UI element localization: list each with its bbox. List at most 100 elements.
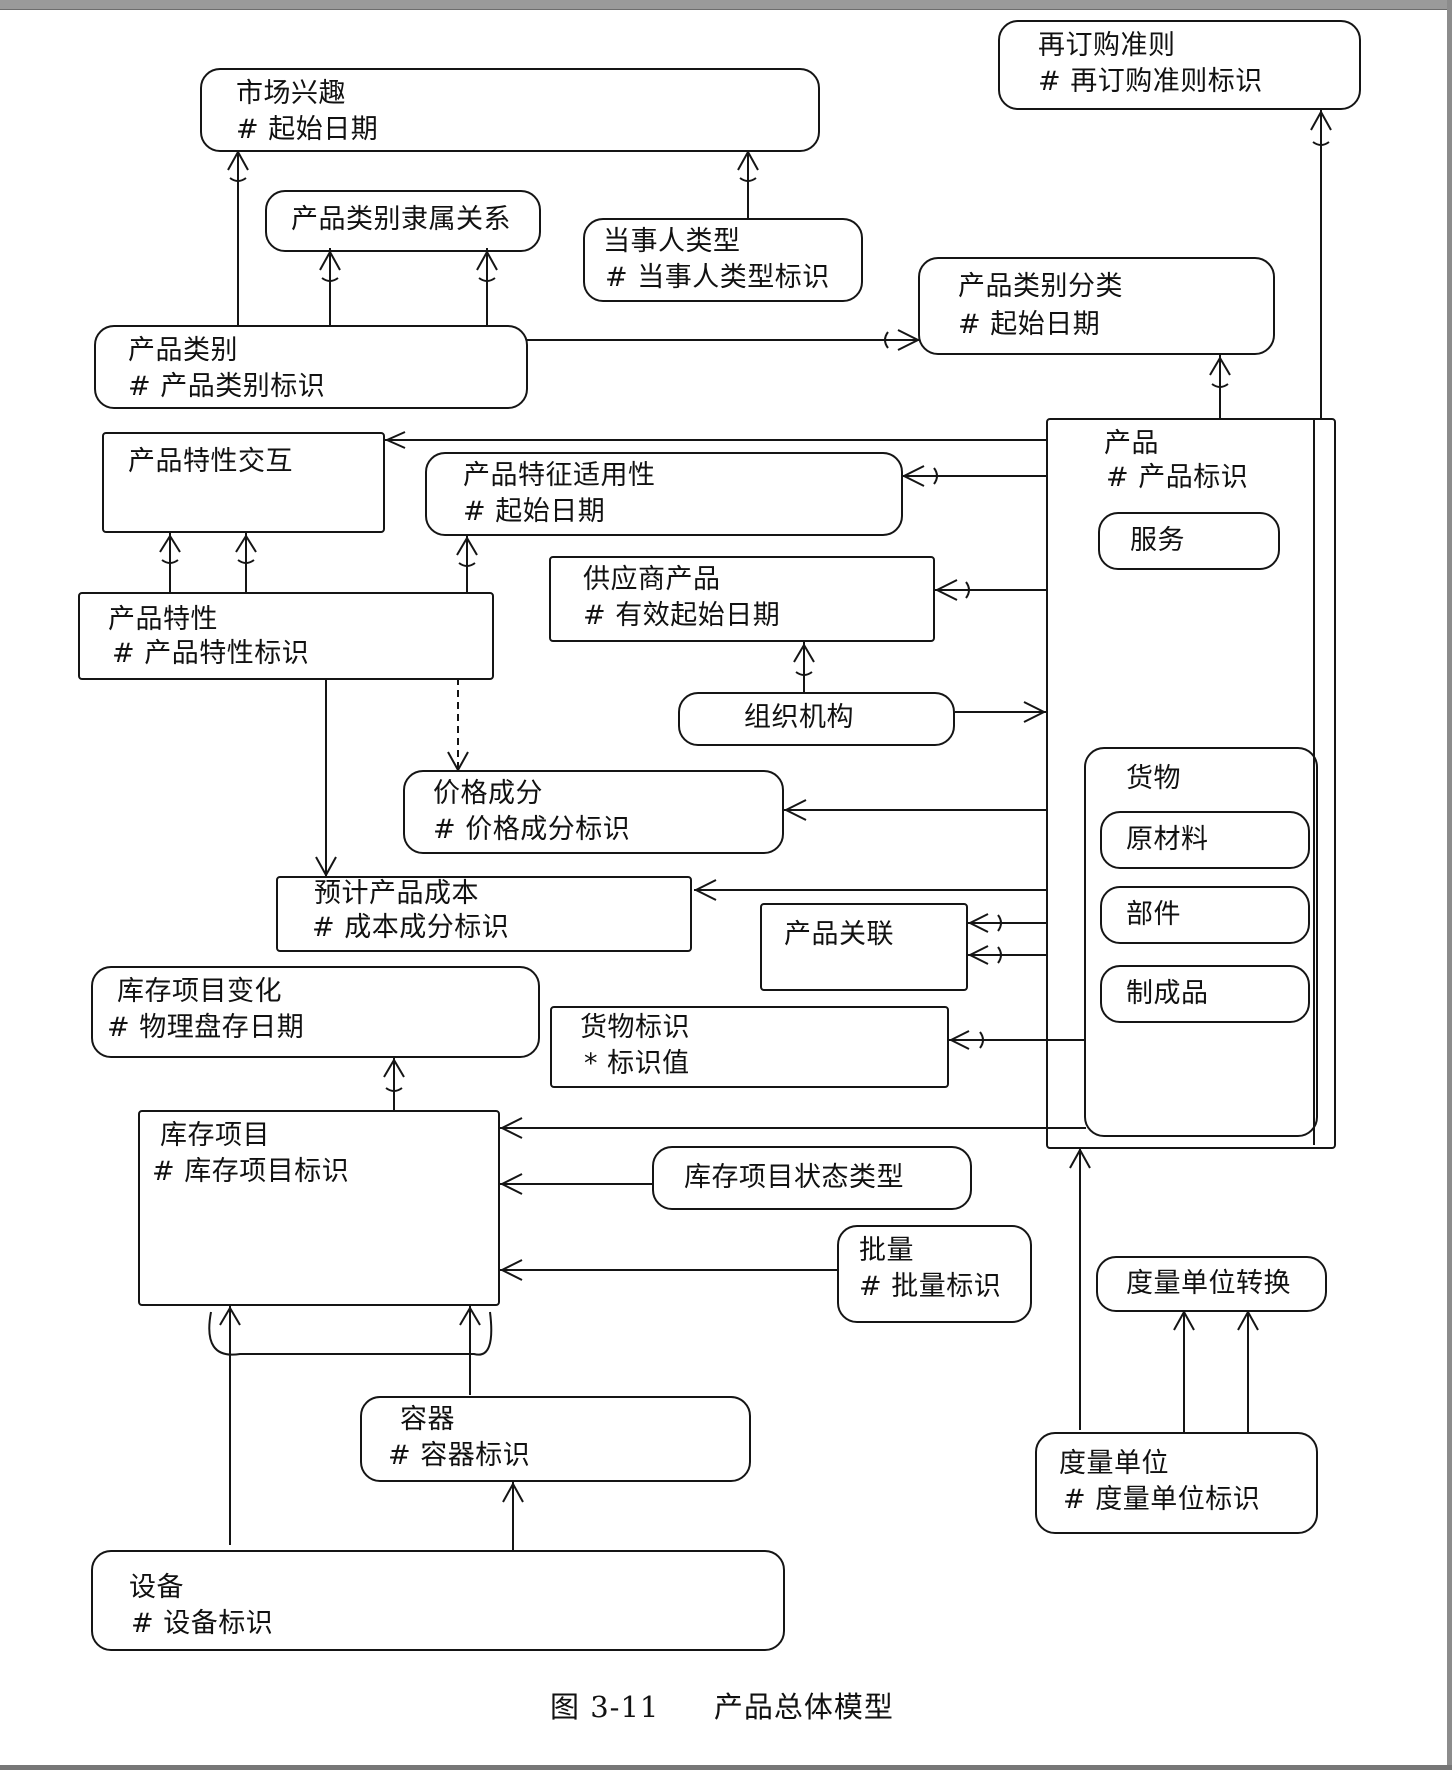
relationship-line bbox=[968, 922, 1046, 956]
relationship-line bbox=[1183, 1310, 1249, 1434]
entity-name: 产品特性 bbox=[108, 604, 218, 635]
entity-supplier-product: 供应商产品 # 有效起始日期 bbox=[549, 556, 935, 642]
subtype-name: 服务 bbox=[1130, 525, 1185, 556]
crowsfoot-mark bbox=[695, 879, 717, 901]
subtype-finished-good: 制成品 bbox=[1100, 965, 1310, 1023]
entity-key: # 产品类别标识 bbox=[128, 371, 326, 402]
entity-product-feature: 产品特性 # 产品特性标识 bbox=[78, 592, 494, 680]
entity-good-identification: 货物标识 * 标识值 bbox=[550, 1006, 949, 1088]
subtype-good: 货物 原材料 部件 制成品 bbox=[1084, 747, 1318, 1137]
entity-name: 产品 bbox=[1104, 428, 1159, 459]
crowsfoot-mark bbox=[1173, 1311, 1259, 1331]
crowsfoot-mark bbox=[950, 1030, 984, 1050]
subtype-name: 原材料 bbox=[1126, 824, 1209, 855]
entity-key: # 批量标识 bbox=[859, 1271, 1002, 1302]
window-top-border bbox=[0, 0, 1452, 10]
subtype-raw-material: 原材料 bbox=[1100, 811, 1310, 869]
entity-name: 市场兴趣 bbox=[236, 78, 346, 109]
entity-key: # 成本成分标识 bbox=[312, 912, 510, 943]
entity-category-rollup: 产品类别隶属关系 bbox=[265, 190, 541, 252]
entity-name: 产品类别 bbox=[128, 335, 238, 366]
entity-name: 度量单位转换 bbox=[1126, 1268, 1291, 1299]
crowsfoot-mark bbox=[1310, 111, 1332, 146]
relationship-lines-group bbox=[159, 110, 1332, 1550]
entity-reorder-guideline: 再订购准则 # 再订购准则标识 bbox=[998, 20, 1361, 110]
entity-name: 产品类别分类 bbox=[958, 271, 1123, 302]
entity-party-type: 当事人类型 # 当事人类型标识 bbox=[583, 218, 863, 302]
crowsfoot-mark bbox=[785, 799, 807, 821]
crowsfoot-mark bbox=[447, 751, 469, 771]
crowsfoot-mark bbox=[903, 465, 938, 487]
entity-name: 货物标识 bbox=[580, 1012, 690, 1043]
crowsfoot-mark bbox=[456, 537, 478, 567]
entity-product: 产品 # 产品标识 服务 货物 原材料 部件 制成品 bbox=[1046, 418, 1336, 1149]
entity-estimated-cost: 预计产品成本 # 成本成分标识 bbox=[276, 876, 692, 952]
crowsfoot-mark bbox=[386, 431, 406, 449]
entity-name: 当事人类型 bbox=[603, 226, 741, 257]
entity-key: # 有效起始日期 bbox=[583, 600, 781, 631]
crowsfoot-mark bbox=[793, 644, 815, 676]
entity-key: # 再订购准则标识 bbox=[1038, 66, 1263, 97]
entity-inventory-status-type: 库存项目状态类型 bbox=[652, 1146, 972, 1210]
entity-key: # 库存项目标识 bbox=[152, 1156, 350, 1187]
crowsfoot-mark bbox=[884, 329, 919, 351]
entity-lot: 批量 # 批量标识 bbox=[837, 1225, 1032, 1323]
entity-name: 设备 bbox=[129, 1572, 184, 1603]
entity-name: 批量 bbox=[859, 1235, 914, 1266]
entity-key: # 价格成分标识 bbox=[433, 814, 631, 845]
relationship-line bbox=[169, 533, 247, 592]
entity-name: 产品关联 bbox=[784, 919, 894, 950]
entity-name: 库存项目 bbox=[160, 1120, 270, 1151]
entity-key: # 容器标识 bbox=[388, 1440, 531, 1471]
crowsfoot-mark bbox=[501, 1173, 523, 1195]
entity-uom: 度量单位 # 度量单位标识 bbox=[1035, 1432, 1318, 1534]
entity-name: 库存项目变化 bbox=[117, 976, 282, 1007]
entity-key: # 起始日期 bbox=[236, 114, 379, 145]
crowsfoot-mark bbox=[936, 579, 970, 601]
subtype-name: 货物 bbox=[1126, 763, 1181, 794]
exclusive-arc bbox=[208, 1311, 493, 1356]
entity-organization: 组织机构 bbox=[678, 692, 955, 746]
entity-name: 价格成分 bbox=[433, 778, 543, 809]
entity-key: # 起始日期 bbox=[463, 496, 606, 527]
crowsfoot-mark bbox=[969, 913, 1002, 965]
entity-key: # 物理盘存日期 bbox=[107, 1012, 305, 1043]
entity-name: 度量单位 bbox=[1059, 1448, 1169, 1479]
figure-number: 图 3-11 bbox=[550, 1690, 660, 1724]
entity-price-component: 价格成分 # 价格成分标识 bbox=[403, 770, 784, 854]
entity-inventory-item: 库存项目 # 库存项目标识 bbox=[138, 1110, 500, 1306]
page-bottom-edge bbox=[0, 1765, 1452, 1770]
relationship-line bbox=[329, 248, 488, 325]
entity-key: # 产品特性标识 bbox=[112, 638, 310, 669]
entity-key: * 标识值 bbox=[584, 1048, 690, 1079]
entity-category-classification: 产品类别分类 # 起始日期 bbox=[918, 257, 1275, 355]
entity-name: 预计产品成本 bbox=[314, 878, 479, 909]
entity-name: 再订购准则 bbox=[1038, 30, 1176, 61]
entity-name: 产品特性交互 bbox=[128, 446, 293, 477]
subtype-name: 制成品 bbox=[1126, 978, 1209, 1009]
entity-name: 组织机构 bbox=[744, 702, 854, 733]
entity-product-category: 产品类别 # 产品类别标识 bbox=[94, 325, 528, 409]
entity-key: # 当事人类型标识 bbox=[605, 262, 830, 293]
entity-key: # 度量单位标识 bbox=[1063, 1484, 1261, 1515]
entity-facility: 设备 # 设备标识 bbox=[91, 1550, 785, 1651]
entity-key: # 设备标识 bbox=[131, 1608, 274, 1639]
crowsfoot-mark bbox=[1023, 701, 1045, 723]
crowsfoot-mark bbox=[219, 1307, 481, 1326]
crowsfoot-mark bbox=[227, 151, 249, 182]
entity-feature-interaction: 产品特性交互 bbox=[102, 432, 385, 533]
entity-market-interest: 市场兴趣 # 起始日期 bbox=[200, 68, 820, 152]
crowsfoot-mark bbox=[383, 1059, 405, 1092]
figure-title: 产品总体模型 bbox=[713, 1690, 894, 1724]
subtype-service: 服务 bbox=[1098, 512, 1280, 570]
entity-name: 库存项目状态类型 bbox=[684, 1162, 904, 1193]
entity-key: # 起始日期 bbox=[958, 309, 1101, 340]
subtype-name: 部件 bbox=[1126, 899, 1181, 930]
figure-caption: 图 3-11 产品总体模型 bbox=[550, 1684, 894, 1726]
entity-key: # 产品标识 bbox=[1106, 462, 1249, 493]
subtype-subassembly: 部件 bbox=[1100, 886, 1310, 944]
entity-feature-applicability: 产品特征适用性 # 起始日期 bbox=[425, 452, 903, 536]
crowsfoot-mark bbox=[315, 856, 337, 876]
crowsfoot-mark bbox=[501, 1117, 523, 1139]
